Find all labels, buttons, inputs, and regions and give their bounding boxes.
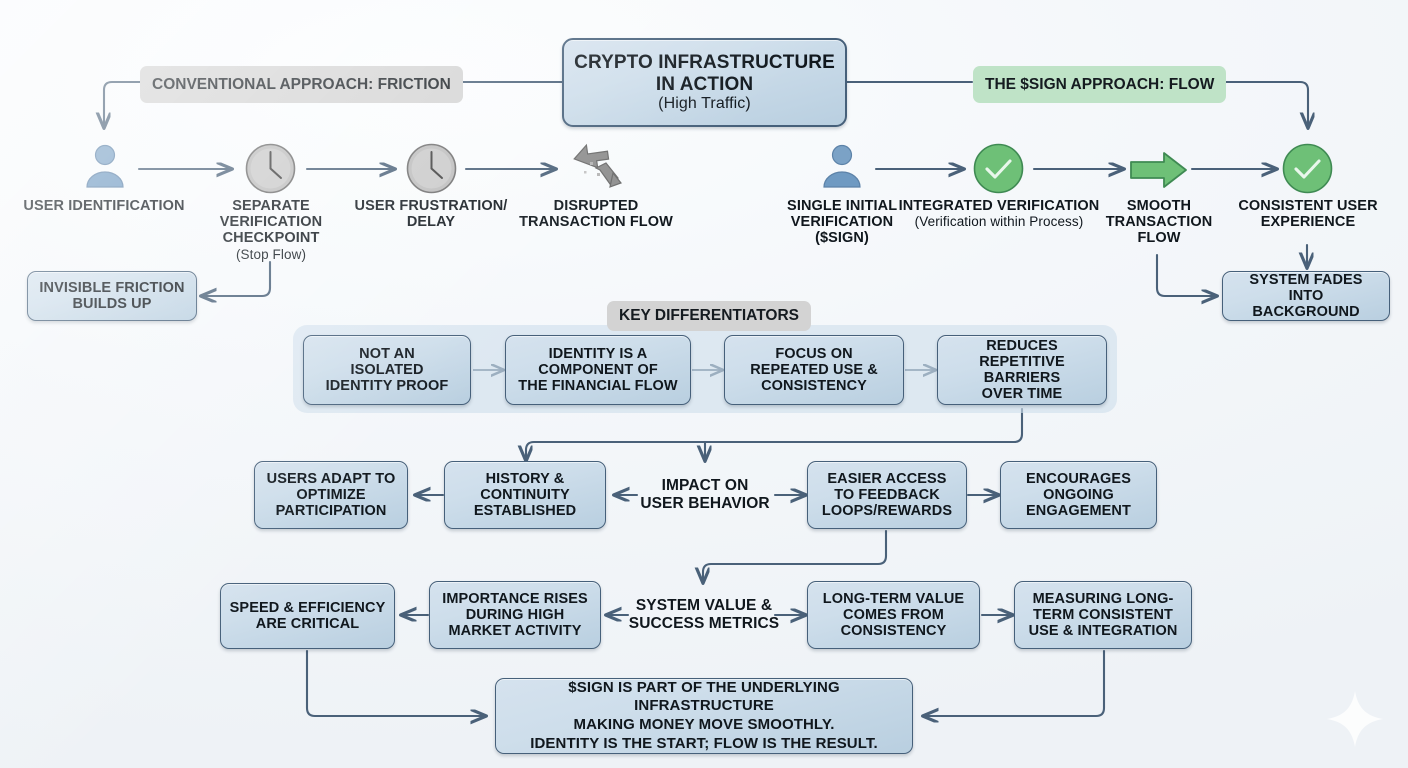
key-differentiators-title: KEY DIFFERENTIATORS bbox=[607, 301, 811, 331]
left-banner: CONVENTIONAL APPROACH: FRICTION bbox=[140, 66, 463, 103]
green-check-icon bbox=[1281, 142, 1334, 200]
green-check-icon bbox=[972, 142, 1025, 200]
left-step-4-line2: TRANSACTION bbox=[519, 214, 626, 231]
key-differentiator-1: NOT AN ISOLATED IDENTITY PROOF bbox=[303, 335, 471, 405]
key-differentiator-2: IDENTITY IS A COMPONENT OF THE FINANCIAL… bbox=[505, 335, 691, 405]
system-fades-box: SYSTEM FADES INTO BACKGROUND bbox=[1222, 271, 1390, 321]
right-step-1-line3: ($SIGN) bbox=[815, 230, 869, 247]
right-step-2-line1: INTEGRATED bbox=[898, 198, 993, 214]
person-icon bbox=[79, 140, 131, 197]
left-step-4-line1: DISRUPTED bbox=[553, 198, 639, 214]
right-step-4-line1: CONSISTENT bbox=[1238, 198, 1333, 214]
left-step-2-line1: SEPARATE bbox=[232, 198, 310, 214]
right-step-4-line2: USER EXPERIENCE bbox=[1260, 198, 1378, 231]
system-value-label: SYSTEM VALUE & SUCCESS METRICS bbox=[628, 597, 780, 632]
left-step-2-label: SEPARATE VERIFICATION CHECKPOINT (Stop F… bbox=[186, 198, 356, 262]
broken-arrows-icon bbox=[566, 140, 624, 199]
left-step-3-line1: USER bbox=[354, 198, 396, 214]
right-step-3-line1: SMOOTH bbox=[1126, 198, 1192, 214]
right-step-2-sub: (Verification within Process) bbox=[914, 214, 1084, 230]
history-continuity-box: HISTORY & CONTINUITY ESTABLISHED bbox=[444, 461, 606, 529]
impact-on-user-behavior-label: IMPACT ON USER BEHAVIOR bbox=[640, 477, 770, 512]
left-step-4-label: DISRUPTED TRANSACTION FLOW bbox=[518, 198, 674, 230]
measuring-long-term-box: MEASURING LONG- TERM CONSISTENT USE & IN… bbox=[1014, 581, 1192, 649]
right-step-2-line2: VERIFICATION bbox=[996, 198, 1100, 214]
right-step-3-line2: TRANSACTION bbox=[1105, 214, 1213, 231]
right-banner: THE $SIGN APPROACH: FLOW bbox=[973, 66, 1227, 103]
right-step-1-line1: SINGLE INITIAL bbox=[787, 198, 897, 214]
key-differentiators-title-label: KEY DIFFERENTIATORS bbox=[619, 307, 799, 324]
conclusion-box: $SIGN IS PART OF THE UNDERLYING INFRASTR… bbox=[495, 678, 913, 754]
clock-icon bbox=[405, 142, 458, 200]
right-step-1-label: SINGLE INITIAL VERIFICATION ($SIGN) bbox=[762, 198, 922, 247]
clock-icon bbox=[244, 142, 297, 200]
long-term-value-box: LONG-TERM VALUE COMES FROM CONSISTENCY bbox=[807, 581, 980, 649]
key-differentiator-3: FOCUS ON REPEATED USE & CONSISTENCY bbox=[724, 335, 904, 405]
left-step-1-line1: USER bbox=[23, 198, 65, 214]
right-step-2-label: INTEGRATED VERIFICATION (Verification wi… bbox=[898, 198, 1100, 229]
left-step-2-line2: VERIFICATION bbox=[219, 214, 323, 231]
left-step-2-sub: (Stop Flow) bbox=[235, 246, 307, 262]
right-step-3-line3: FLOW bbox=[1137, 230, 1181, 247]
title-line2: IN ACTION bbox=[655, 73, 754, 95]
left-step-1-label: USER IDENTIFICATION bbox=[14, 198, 194, 214]
title-box: CRYPTO INFRASTRUCTURE IN ACTION (High Tr… bbox=[562, 38, 847, 127]
green-arrow-icon bbox=[1128, 150, 1190, 195]
key-differentiator-4: REDUCES REPETITIVE BARRIERS OVER TIME bbox=[937, 335, 1107, 405]
right-step-1-line2: VERIFICATION bbox=[790, 214, 894, 231]
right-banner-label: THE $SIGN APPROACH: FLOW bbox=[985, 75, 1215, 93]
left-step-3-line2: FRUSTRATION/ bbox=[399, 198, 508, 214]
importance-rises-box: IMPORTANCE RISES DURING HIGH MARKET ACTI… bbox=[429, 581, 601, 649]
right-step-4-label: CONSISTENT USER EXPERIENCE bbox=[1222, 198, 1394, 230]
left-step-4-line3: FLOW bbox=[629, 214, 673, 231]
left-step-3-label: USER FRUSTRATION/ DELAY bbox=[352, 198, 510, 230]
sparkle-icon bbox=[1324, 688, 1386, 755]
left-step-1-line2: IDENTIFICATION bbox=[68, 198, 185, 214]
encourages-engagement-box: ENCOURAGES ONGOING ENGAGEMENT bbox=[1000, 461, 1157, 529]
speed-efficiency-box: SPEED & EFFICIENCY ARE CRITICAL bbox=[220, 583, 395, 649]
left-banner-label: CONVENTIONAL APPROACH: FRICTION bbox=[152, 75, 451, 93]
users-adapt-box: USERS ADAPT TO OPTIMIZE PARTICIPATION bbox=[254, 461, 408, 529]
person-icon bbox=[816, 140, 868, 197]
right-step-3-label: SMOOTH TRANSACTION FLOW bbox=[1090, 198, 1228, 247]
easier-access-box: EASIER ACCESS TO FEEDBACK LOOPS/REWARDS bbox=[807, 461, 967, 529]
left-step-2-line3: CHECKPOINT bbox=[222, 230, 320, 247]
title-line1: CRYPTO INFRASTRUCTURE bbox=[574, 52, 835, 74]
invisible-friction-box: INVISIBLE FRICTION BUILDS UP bbox=[27, 271, 197, 321]
left-step-3-line3: DELAY bbox=[406, 214, 456, 231]
title-line3: (High Traffic) bbox=[658, 94, 751, 112]
